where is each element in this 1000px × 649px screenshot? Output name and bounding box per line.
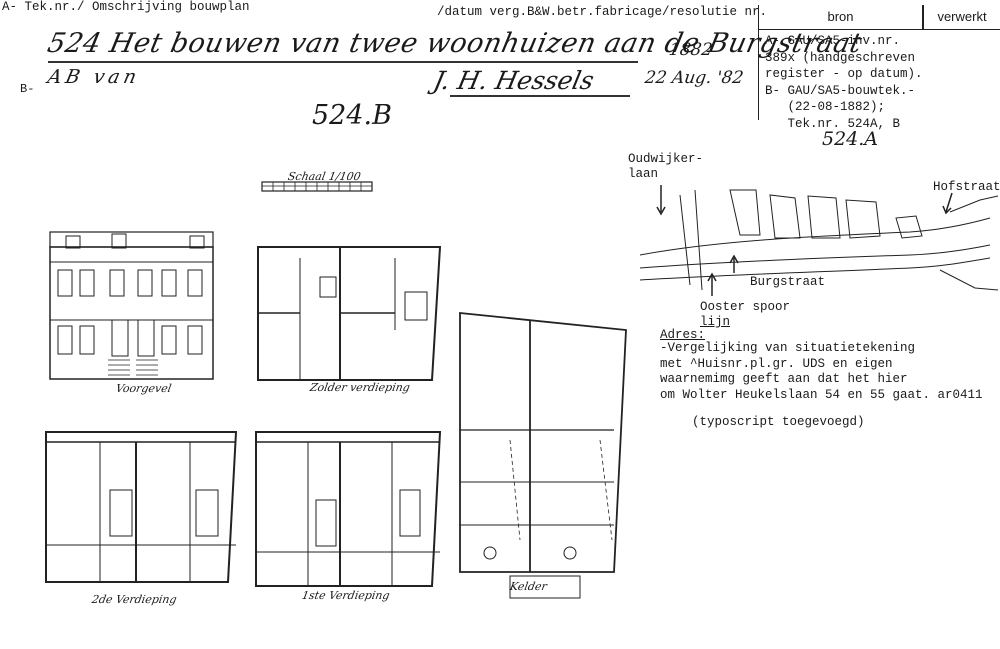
drawing-number-a: 524.A xyxy=(822,128,879,150)
typoscript-note: (typoscript toegevoegd) xyxy=(692,415,865,429)
verwerkt-column-header: verwerkt xyxy=(937,9,987,24)
bron-line: 389x (handgeschreven xyxy=(765,50,916,65)
drawing-number-b: 524.B xyxy=(312,100,392,131)
bron-table: bron verwerkt A- GAU/SA5-inv.nr. 389x (h… xyxy=(758,5,1000,131)
bron-lines: A- GAU/SA5-inv.nr. 389x (handgeschreven … xyxy=(765,33,923,132)
adres-title: Adres: xyxy=(660,328,706,342)
title-underline xyxy=(48,61,638,63)
adres-line: -Vergelijking van situatietekening xyxy=(660,341,916,355)
bron-line: (22-08-1882); xyxy=(765,100,886,114)
bron-column-header: bron xyxy=(827,9,854,24)
adres-line: waarnemimg geeft aan dat het hier xyxy=(660,372,908,387)
first-floor-plan xyxy=(255,431,442,587)
situation-map xyxy=(639,185,999,296)
map-label-oosterspoor-1: Ooster spoor xyxy=(700,300,791,314)
bron-table-header: bron verwerkt xyxy=(759,5,1000,30)
scale-label: Schaal 1/100 xyxy=(286,170,362,183)
bron-line: register - op datum). xyxy=(765,67,923,81)
header-left-label: A- Tek.nr./ Omschrijving bouwplan xyxy=(2,0,250,14)
adres-line: om Wolter Heukelslaan 54 en 55 gaat. ar0… xyxy=(660,388,983,403)
adres-lines: -Vergelijking van situatietekening met ^… xyxy=(660,341,983,404)
attic-caption: Zolder verdieping xyxy=(308,381,411,394)
adres-line: met ^Huisnr.pl.gr. UDS en eigen xyxy=(660,356,893,371)
second-floor-caption: 2de Verdieping xyxy=(90,593,178,606)
bron-line: B- GAU/SA5-bouwtek.- xyxy=(765,83,916,98)
map-label-burgstraat: Burgstraat xyxy=(750,275,826,289)
facade-caption: Voorgevel xyxy=(114,382,173,395)
map-label-oudwijkerlaan-2: laan xyxy=(628,167,659,181)
ground-floor-caption: Kelder xyxy=(508,580,548,593)
ground-floor-plan xyxy=(459,312,627,599)
second-floor-plan xyxy=(45,431,238,583)
bron-line: A- GAU/SA5-inv.nr. xyxy=(765,34,901,48)
first-floor-caption: 1ste Verdieping xyxy=(300,589,391,602)
map-label-oudwijkerlaan-1: Oudwijker- xyxy=(628,152,704,166)
facade-drawing xyxy=(49,231,214,380)
attic-plan xyxy=(257,246,442,381)
map-label-hofstraat: Hofstraat xyxy=(933,180,1000,194)
bron-column-divider xyxy=(922,5,924,29)
b-marker: B- xyxy=(20,82,35,96)
signature-underline xyxy=(450,95,630,97)
header-middle-label: /datum verg.B&W.betr.fabricage/resolutie… xyxy=(437,5,768,19)
scale-bar xyxy=(261,181,373,192)
map-label-oosterspoor-2: lijn xyxy=(700,315,731,329)
bron-line: Tek.nr. 524A, B xyxy=(765,116,901,131)
